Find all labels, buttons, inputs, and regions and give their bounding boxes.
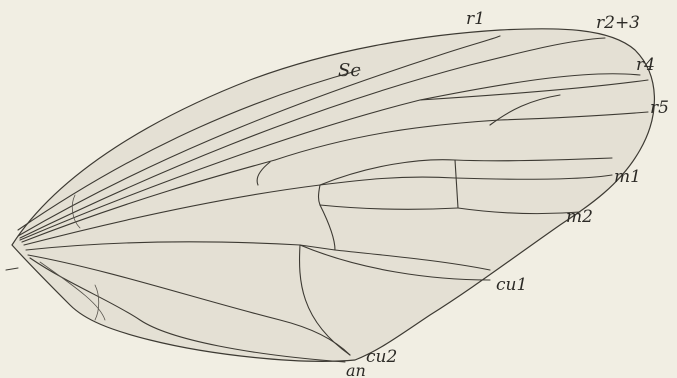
wing-base	[6, 268, 18, 270]
label-an: an	[346, 361, 366, 378]
wing-outline	[12, 29, 654, 362]
label-r1: r1	[466, 9, 485, 29]
label-sc: Sc	[338, 60, 360, 81]
label-cu2: cu2	[366, 347, 397, 367]
label-r4: r4	[636, 55, 655, 75]
label-m2: m2	[566, 207, 593, 227]
label-cu1: cu1	[496, 275, 527, 295]
label-r2-3: r2+3	[596, 13, 640, 33]
label-m1: m1	[614, 167, 641, 187]
label-r5: r5	[650, 98, 669, 118]
